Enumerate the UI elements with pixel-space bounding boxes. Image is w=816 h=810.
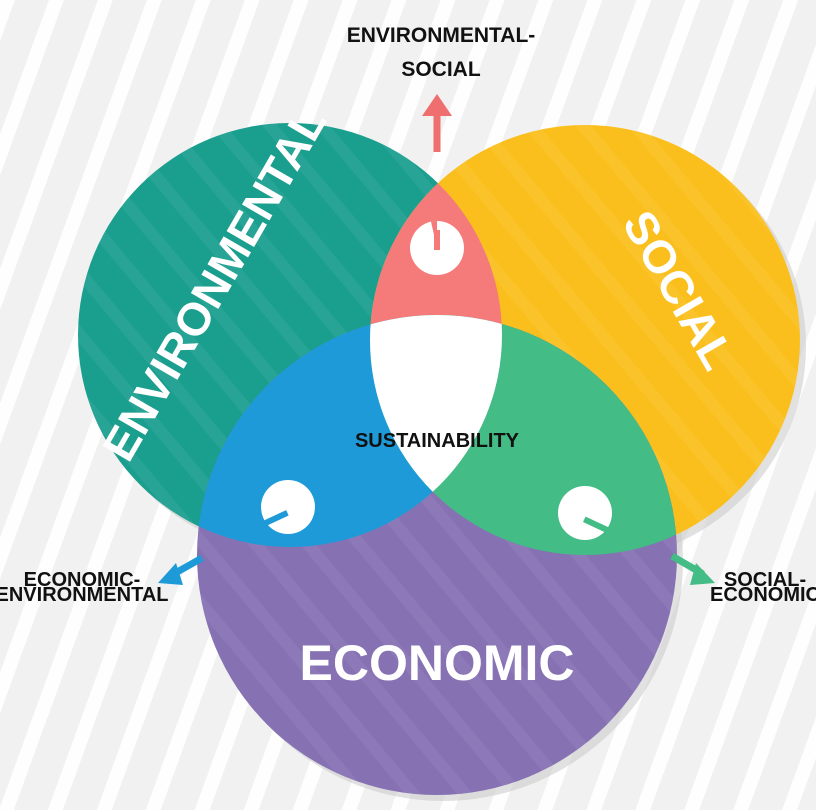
- pie-chart-icon: [261, 480, 315, 534]
- social-economic-label-line2: ECONOMIC: [710, 584, 816, 606]
- pie-chart-icon: [410, 221, 464, 275]
- economic-label: ECONOMIC: [300, 635, 575, 691]
- economic-environmental-label-line2: ENVIRONMENTAL: [0, 584, 168, 606]
- environmental-social-label-line2: SOCIAL: [401, 58, 481, 81]
- social-economic-label-line1: SOCIAL-: [724, 569, 806, 591]
- pie-chart-icon: [558, 486, 612, 540]
- arrow-down-right-icon: [670, 552, 715, 585]
- arrow-up-icon: [422, 94, 452, 152]
- arrow-down-left-icon: [158, 554, 204, 585]
- social-economic-overlap: [370, 315, 677, 555]
- sustainability-label: SUSTAINABILITY: [355, 430, 520, 452]
- economic-environmental-label-line1: ECONOMIC-: [24, 569, 141, 591]
- economic-environmental-overlap: [197, 315, 502, 547]
- environmental-social-label-line1: ENVIRONMENTAL-: [347, 24, 536, 47]
